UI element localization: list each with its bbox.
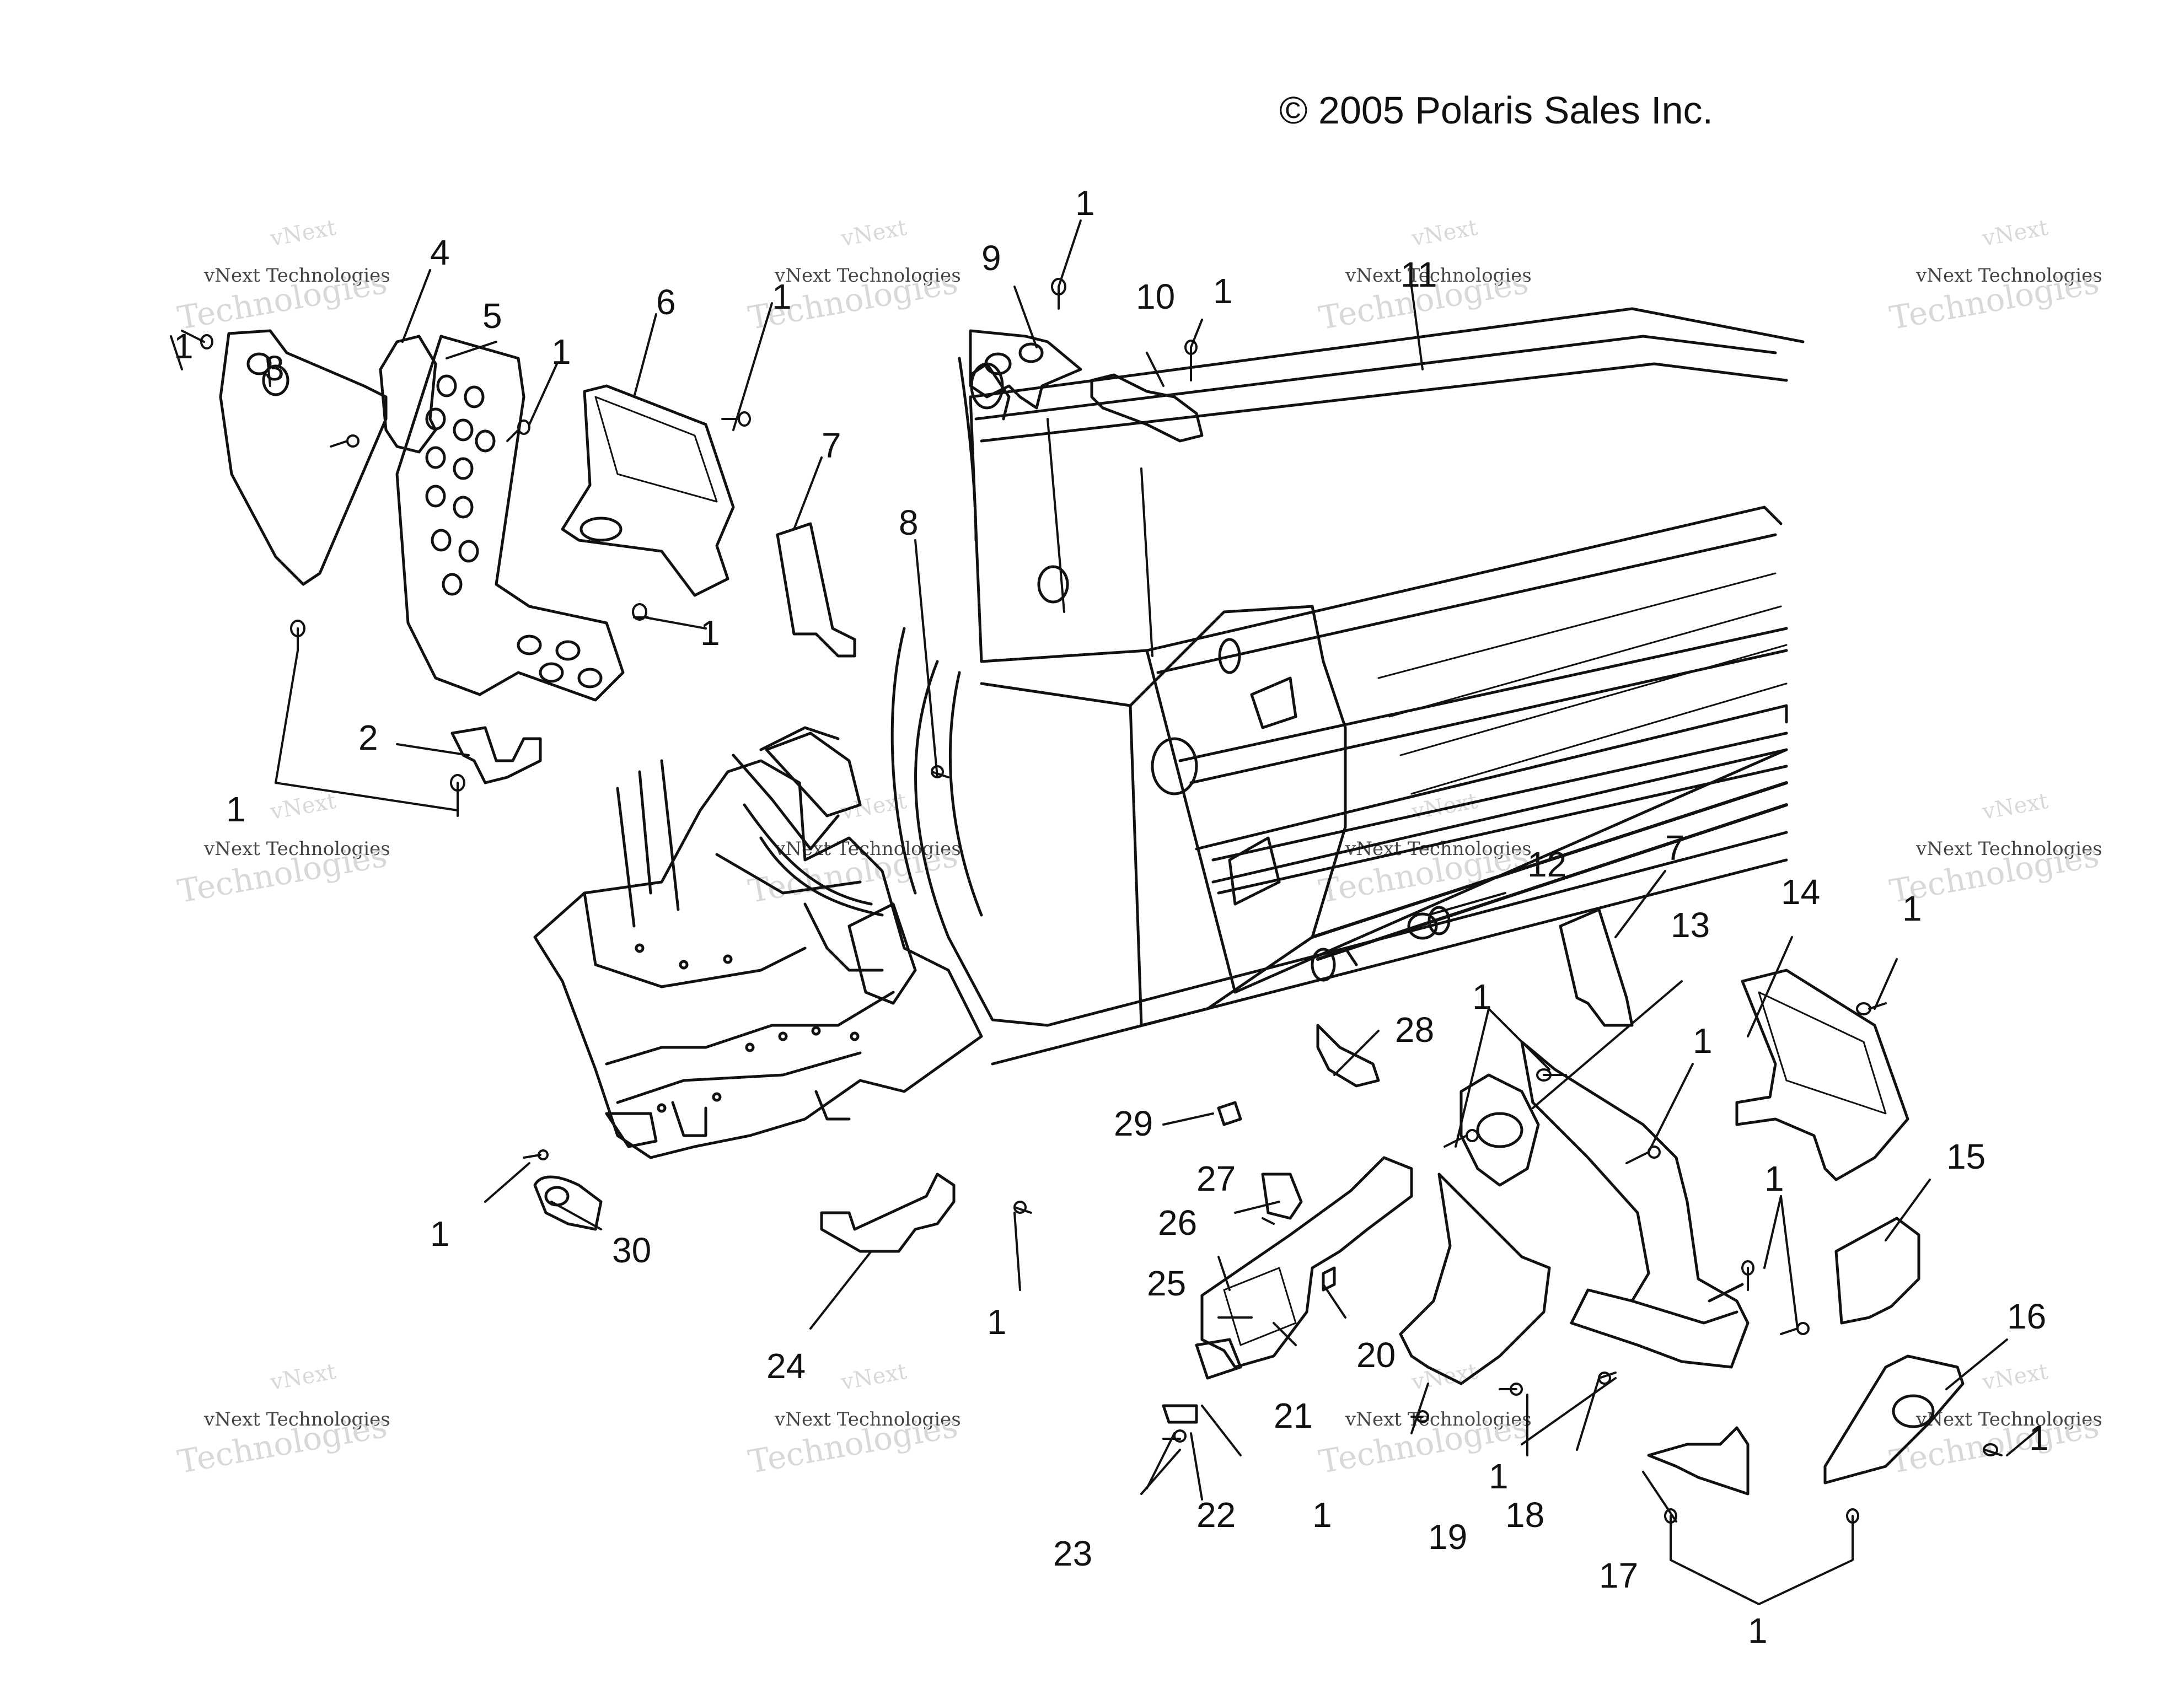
callout-12: 12	[1527, 845, 1566, 884]
part-17	[1647, 1426, 1750, 1496]
callout-16: 16	[2007, 1297, 2046, 1336]
part-9	[969, 329, 1082, 410]
callout-1: 1	[1764, 1159, 1784, 1198]
callout-1: 1	[1075, 183, 1095, 223]
part-4	[379, 335, 437, 454]
front-frame	[533, 726, 983, 1159]
callout-23: 23	[1053, 1534, 1092, 1573]
part-28	[1316, 1024, 1380, 1088]
callout-1: 1	[1213, 271, 1233, 311]
callout-1: 1	[1489, 1456, 1509, 1496]
callout-1: 1	[700, 613, 720, 653]
callout-1: 1	[1748, 1611, 1768, 1650]
callout-13: 13	[1671, 905, 1710, 945]
part-14	[1735, 969, 1909, 1181]
callout-19: 19	[1428, 1517, 1467, 1557]
part-2	[450, 726, 542, 784]
part-29	[1217, 1101, 1242, 1126]
copyright-notice: © 2005 Polaris Sales Inc.	[1279, 89, 1713, 132]
callout-1: 1	[1312, 1495, 1332, 1535]
callout-15: 15	[1946, 1137, 1986, 1176]
callout-24: 24	[766, 1346, 806, 1386]
leader-lines	[170, 219, 2041, 1605]
callout-1: 1	[987, 1302, 1007, 1342]
part-19	[1399, 1173, 1551, 1385]
part-18	[1520, 1040, 1750, 1369]
callout-29: 29	[1114, 1104, 1153, 1143]
callout-25: 25	[1147, 1263, 1186, 1303]
part-3	[219, 329, 388, 586]
callout-18: 18	[1505, 1495, 1544, 1535]
part-7-lower	[1559, 908, 1634, 1027]
callout-10: 10	[1136, 277, 1175, 316]
part-5-holes	[425, 374, 603, 689]
callout-1: 1	[772, 277, 792, 316]
callout-1: 1	[430, 1214, 450, 1254]
part-24	[820, 1173, 956, 1253]
callout-1: 1	[2029, 1418, 2049, 1458]
callout-22: 22	[1196, 1495, 1236, 1535]
callout-4: 4	[430, 233, 450, 272]
callout-7: 7	[1665, 828, 1685, 868]
part-22	[1162, 1404, 1198, 1424]
callout-2: 2	[358, 718, 378, 757]
callout-8: 8	[899, 503, 919, 542]
part-16	[1823, 1354, 1965, 1485]
callout-5: 5	[482, 296, 502, 336]
part-12	[1407, 912, 1438, 940]
callout-17: 17	[1599, 1556, 1638, 1595]
part-7-upper	[776, 522, 856, 658]
part-21	[1195, 1338, 1242, 1380]
part-27	[1261, 1173, 1303, 1220]
callout-1: 1	[551, 332, 571, 372]
callout-11: 11	[1400, 255, 1437, 294]
callout-30: 30	[612, 1230, 651, 1270]
callout-3: 3	[265, 348, 285, 388]
callout-6: 6	[656, 282, 676, 322]
callout-20: 20	[1356, 1335, 1396, 1375]
callout-7: 7	[822, 426, 841, 465]
part-13	[1459, 1073, 1540, 1187]
part-10	[1090, 373, 1204, 443]
part-30	[533, 1175, 603, 1231]
callout-1: 1	[174, 326, 194, 366]
callout-9: 9	[981, 238, 1001, 278]
callout-1: 1	[1902, 889, 1922, 928]
part-6	[561, 384, 735, 597]
callout-28: 28	[1395, 1010, 1434, 1050]
callout-1: 1	[1693, 1021, 1713, 1061]
part-15	[1834, 1217, 1920, 1325]
callout-26: 26	[1158, 1203, 1197, 1243]
callout-1: 1	[1472, 977, 1492, 1017]
callout-1: 1	[226, 789, 246, 829]
callout-14: 14	[1781, 872, 1820, 912]
callout-27: 27	[1196, 1159, 1236, 1198]
callout-21: 21	[1274, 1396, 1313, 1435]
chassis-tunnel	[890, 307, 1805, 1066]
part-26	[1200, 1156, 1413, 1369]
callout-labels: 4 5 3 1 1 6 1 7 8 1 2 1 1 9 10 1 11 12 7…	[174, 183, 2049, 1650]
